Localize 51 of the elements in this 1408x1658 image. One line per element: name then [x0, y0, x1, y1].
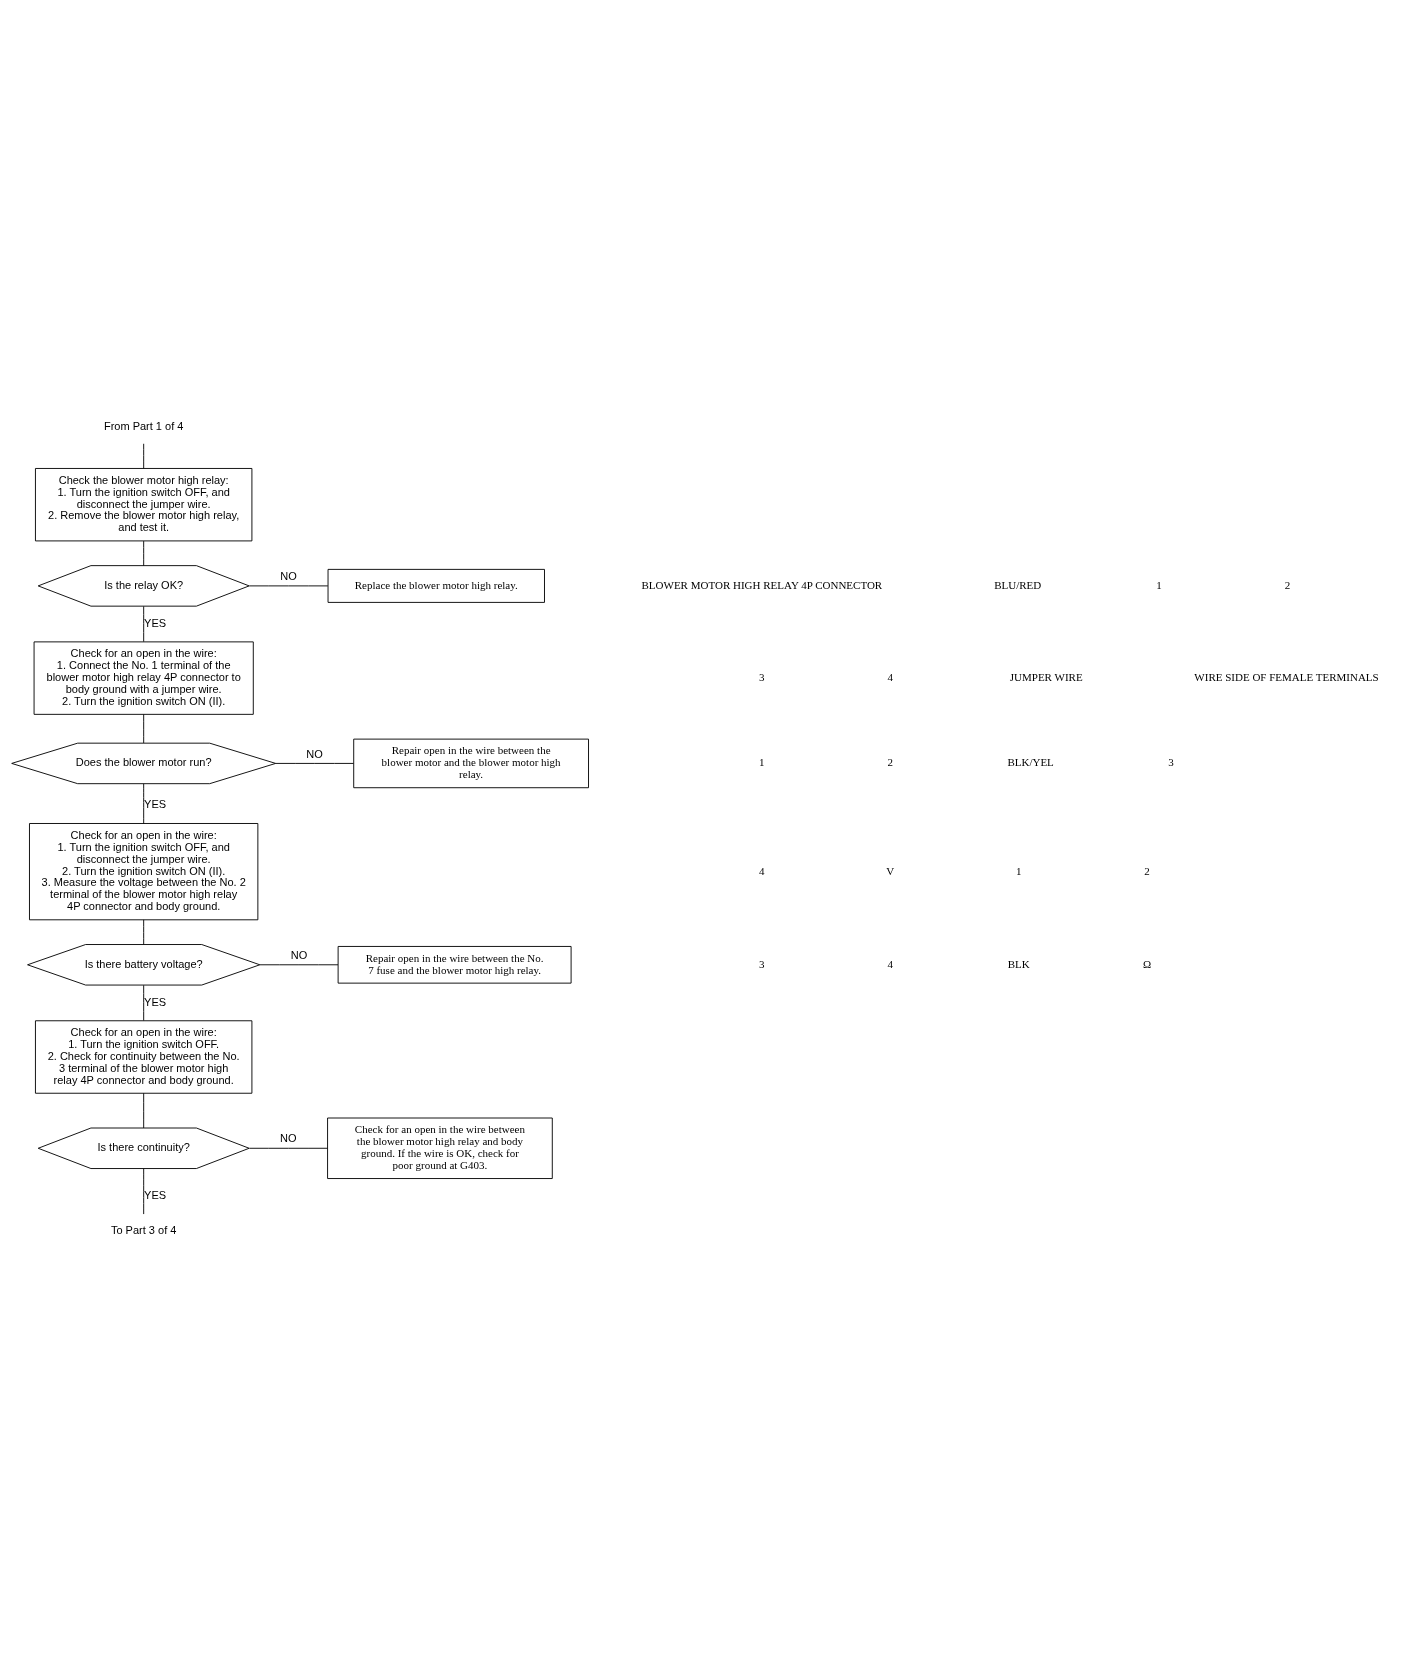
label: 2: [1284, 578, 1291, 591]
label: BLU/RED: [994, 578, 1042, 591]
label: 4: [759, 864, 765, 877]
edge-label: YES: [144, 995, 167, 1008]
node-text: From Part 1 of 4: [103, 420, 184, 433]
label: BLOWER MOTOR HIGH RELAY 4P CONNECTOR: [641, 578, 883, 591]
label: 3: [1168, 756, 1174, 769]
node-box: Check for an open in the wire: 1. Turn the ignition switch OFF, and disconnect the jumper wire. 2. Turn the ignition switch ON (II). 3. Measure the voltage between the No. 2 terminal of the blower motor high relay 4P connector and body ground.: [29, 823, 259, 921]
connector: [143, 1092, 145, 1129]
label: BLK: [1007, 957, 1030, 970]
connector: [248, 585, 329, 587]
connector: [143, 713, 145, 744]
edge-label: NO: [280, 570, 297, 583]
node-box: Check for an open in the wire between the blower motor high relay and body ground. If the wire is OK, check for poor ground at G403.: [327, 1117, 553, 1179]
edge-label: NO: [306, 747, 323, 760]
edge-label: YES: [144, 798, 167, 811]
label: Ω: [1143, 957, 1152, 970]
connector: [143, 1168, 145, 1215]
label: 1: [1015, 864, 1022, 877]
node-box: Check for an open in the wire: 1. Connect the No. 1 terminal of the blower motor high relay 4P connector to body ground with a jumper wire. 2. Turn the ignition switch ON (II).: [33, 641, 254, 715]
label: V: [886, 864, 895, 877]
edge-label: NO: [290, 948, 308, 961]
node-box: Repair open in the wire between the No. 7 fuse and the blower motor high relay.: [337, 946, 572, 984]
label: 1: [759, 756, 765, 769]
label: 4: [887, 670, 894, 683]
connector: [275, 762, 354, 764]
connector: [248, 1147, 328, 1149]
node-box: Repair open in the wire between the blower motor and the blower motor high relay.: [353, 738, 589, 789]
connector: [143, 783, 145, 824]
label: 3: [759, 670, 765, 683]
connector: [143, 540, 145, 567]
label: JUMPER WIRE: [1009, 670, 1083, 683]
label: WIRE SIDE OF FEMALE TERMINALS: [1194, 670, 1379, 683]
node-box: Check for an open in the wire: 1. Turn the ignition switch OFF. 2. Check for continuity between the No. 3 terminal of the blower motor high relay 4P connector and body ground.: [35, 1020, 253, 1094]
connector: [143, 919, 145, 945]
label: 3: [759, 957, 765, 970]
label: 4: [887, 957, 894, 970]
edge-label: YES: [144, 616, 167, 629]
label: 1: [1156, 578, 1162, 591]
connector: [143, 443, 145, 469]
node-box: Replace the blower motor high relay.: [327, 568, 545, 603]
label: 2: [1144, 864, 1150, 877]
connector: [259, 964, 339, 966]
edge-label: NO: [280, 1132, 297, 1145]
node-box: Check the blower motor high relay: 1. Turn the ignition switch OFF, and disconnect the jumper wire. 2. Remove the blower motor high relay, and test it.: [35, 468, 253, 542]
edge-label: YES: [144, 1189, 167, 1202]
label: 2: [887, 756, 894, 769]
node-text: To Part 3 of 4: [110, 1223, 177, 1236]
connector: [143, 984, 145, 1021]
label: BLK/YEL: [1007, 756, 1054, 769]
connector: [143, 605, 145, 643]
